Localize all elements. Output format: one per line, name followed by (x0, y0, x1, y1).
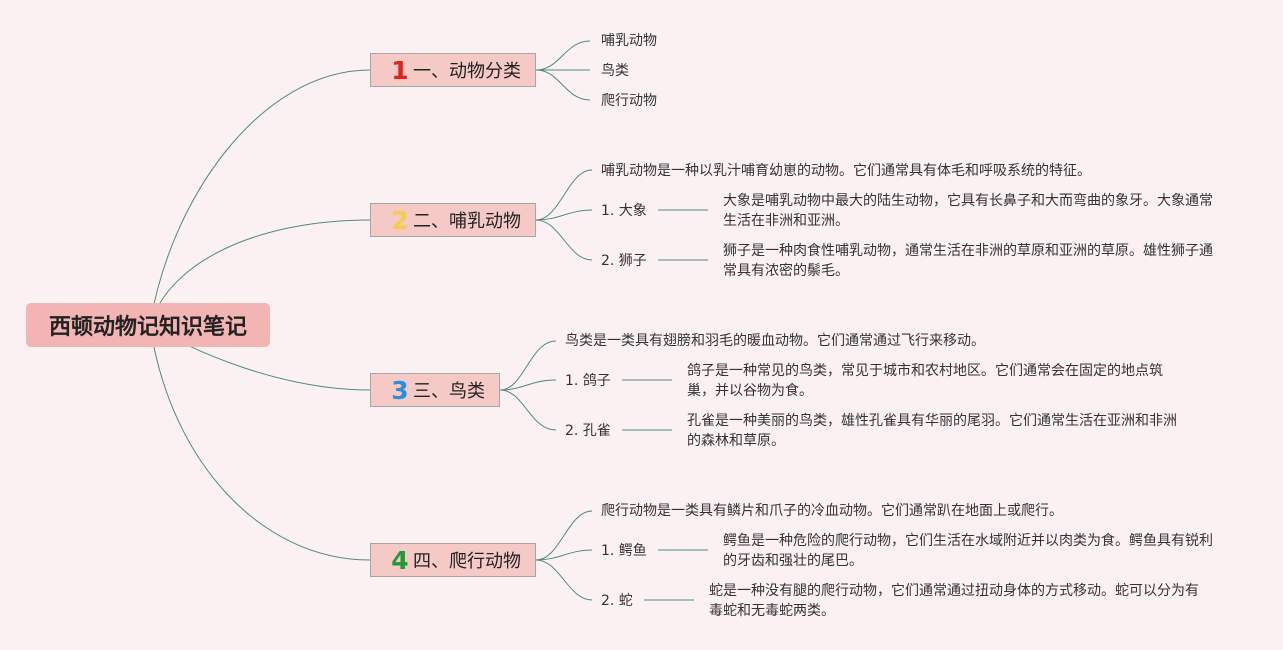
topic-label: 一、动物分类 (413, 61, 521, 82)
subtopic-peacock[interactable]: 2. 孔雀 (565, 423, 611, 439)
connector-t3-intro (499, 340, 557, 391)
subtopic-lion[interactable]: 2. 狮子 (601, 253, 647, 269)
snake-description[interactable]: 蛇是一种没有腿的爬行动物，它们通常通过扭动身体的方式移动。蛇可以分为有毒蛇和无毒… (709, 583, 1199, 619)
connector-root-topic1 (149, 69, 371, 326)
mammals-intro[interactable]: 哺乳动物是一种以乳汁哺育幼崽的动物。它们通常具有体毛和呼吸系统的特征。 (601, 163, 1091, 179)
birds-intro[interactable]: 鸟类是一类具有翅膀和羽毛的暖血动物。它们通常通过飞行来移动。 (565, 333, 985, 349)
root-title: 西顿动物记知识笔记 (48, 315, 247, 340)
root-topic[interactable]: 西顿动物记知识笔记 (26, 303, 270, 347)
topic-reptiles[interactable]: 4 四、爬行动物 (370, 543, 536, 577)
topic-label: 三、鸟类 (413, 381, 485, 402)
connector-t3-sub1 (499, 379, 557, 391)
crocodile-description[interactable]: 鳄鱼是一种危险的爬行动物，它们生活在水域附近并以肉类为食。鳄鱼具有锐利的牙齿和强… (723, 533, 1213, 569)
connector-t2-intro (535, 169, 593, 221)
topic-mammals[interactable]: 2 二、哺乳动物 (370, 203, 536, 237)
classification-item-birds[interactable]: 鸟类 (601, 63, 629, 79)
connector-t4-intro (535, 510, 593, 561)
number-badge-1: 1 (391, 55, 409, 85)
reptiles-intro[interactable]: 爬行动物是一类具有鳞片和爪子的冷血动物。它们通常趴在地面上或爬行。 (601, 503, 1063, 519)
connector-t2-sub2 (535, 219, 593, 261)
topic-label: 二、哺乳动物 (413, 211, 521, 232)
subtopic-crocodile[interactable]: 1. 鳄鱼 (601, 543, 647, 559)
peacock-description[interactable]: 孔雀是一种美丽的鸟类，雄性孔雀具有华丽的尾羽。它们通常生活在亚洲和非洲的森林和草… (687, 413, 1177, 449)
topic-birds[interactable]: 3 三、鸟类 (370, 373, 500, 407)
topic-animal-classification[interactable]: 1 一、动物分类 (370, 53, 536, 87)
subtopic-snake[interactable]: 2. 蛇 (601, 593, 633, 609)
number-badge-4: 4 (391, 545, 409, 575)
number-badge-3: 3 (391, 375, 409, 405)
connector-t2-sub1 (535, 209, 593, 221)
connector-t1-item3 (535, 69, 591, 101)
classification-item-reptiles[interactable]: 爬行动物 (601, 93, 657, 109)
connector-t4-sub2 (535, 559, 593, 601)
lion-description[interactable]: 狮子是一种肉食性哺乳动物，通常生活在非洲的草原和亚洲的草原。雄性狮子通常具有浓密… (723, 243, 1213, 279)
number-badge-2: 2 (391, 205, 409, 235)
pigeon-description[interactable]: 鸽子是一种常见的鸟类，常见于城市和农村地区。它们通常会在固定的地点筑巢，并以谷物… (687, 363, 1163, 399)
connector-t4-sub1 (535, 549, 593, 561)
elephant-description[interactable]: 大象是哺乳动物中最大的陆生动物，它具有长鼻子和大而弯曲的象牙。大象通常生活在非洲… (723, 193, 1213, 229)
connector-t1-item1 (535, 40, 591, 71)
subtopic-elephant[interactable]: 1. 大象 (601, 203, 647, 219)
subtopic-pigeon[interactable]: 1. 鸽子 (565, 373, 611, 389)
connector-root-topic4 (149, 324, 371, 561)
connector-root-topic2 (149, 219, 371, 326)
connector-t3-sub2 (499, 389, 557, 431)
classification-item-mammals[interactable]: 哺乳动物 (601, 33, 657, 49)
topic-label: 四、爬行动物 (413, 551, 521, 572)
